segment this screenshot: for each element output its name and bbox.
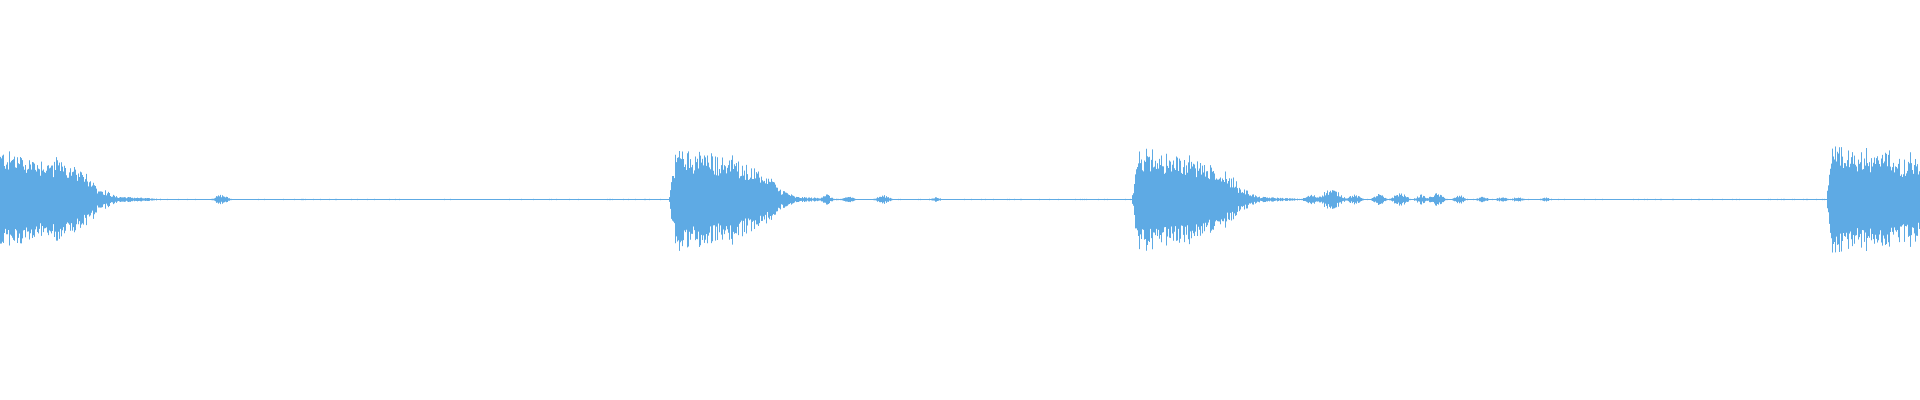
waveform-path	[0, 146, 1920, 253]
waveform-samples	[0, 146, 1920, 253]
